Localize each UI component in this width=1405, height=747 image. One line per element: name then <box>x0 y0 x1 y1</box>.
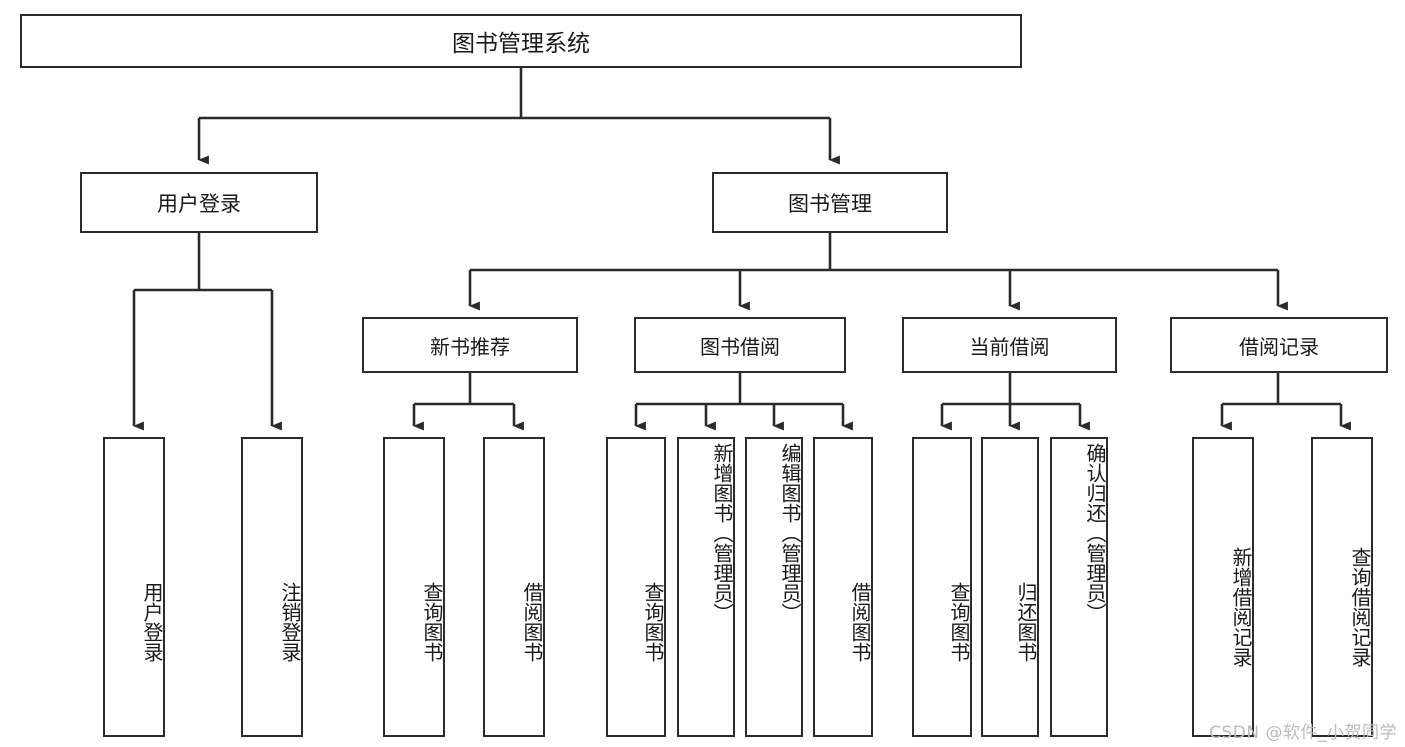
node-label: 新增图书（管理员） <box>710 443 734 623</box>
node-label: 当前借阅 <box>969 334 1050 359</box>
leaf-query-book-current[interactable]: 查询图书 <box>912 437 972 737</box>
node-book-management-system[interactable]: 图书管理系统 <box>20 14 1022 68</box>
node-new-book-recommend[interactable]: 新书推荐 <box>362 317 578 373</box>
node-book-borrow[interactable]: 图书借阅 <box>634 317 846 373</box>
node-label: 查询借阅记录 <box>1348 547 1372 667</box>
node-label: 用户登录 <box>140 582 164 662</box>
node-label: 确认归还（管理员） <box>1083 443 1107 623</box>
node-book-management[interactable]: 图书管理 <box>712 172 948 233</box>
node-user-login[interactable]: 用户登录 <box>80 172 318 233</box>
node-current-borrow[interactable]: 当前借阅 <box>902 317 1117 373</box>
leaf-confirm-return-admin[interactable]: 确认归还（管理员） <box>1050 437 1108 737</box>
leaf-logout-login[interactable]: 注销登录 <box>241 437 303 737</box>
node-label: 新书推荐 <box>430 334 510 359</box>
leaf-edit-book-admin[interactable]: 编辑图书（管理员） <box>745 437 803 737</box>
node-label: 图书借阅 <box>700 334 780 359</box>
node-label: 查询图书 <box>641 582 665 662</box>
leaf-borrow-book-recommend[interactable]: 借阅图书 <box>483 437 545 737</box>
node-label: 借阅图书 <box>520 582 544 662</box>
node-label: 查询图书 <box>947 582 971 662</box>
leaf-user-login[interactable]: 用户登录 <box>103 437 165 737</box>
leaf-query-book-recommend[interactable]: 查询图书 <box>383 437 445 737</box>
leaf-query-borrow-record[interactable]: 查询借阅记录 <box>1311 437 1373 737</box>
csdn-watermark: CSDN @软件_小贺同学 <box>1209 723 1397 743</box>
node-label: 借阅图书 <box>848 582 872 662</box>
node-label: 图书管理 <box>788 191 872 216</box>
leaf-query-book-borrow[interactable]: 查询图书 <box>606 437 666 737</box>
node-label: 新增借阅记录 <box>1229 547 1253 667</box>
leaf-add-book-admin[interactable]: 新增图书（管理员） <box>677 437 735 737</box>
node-label: 归还图书 <box>1014 582 1038 662</box>
leaf-return-book[interactable]: 归还图书 <box>981 437 1039 737</box>
node-label: 编辑图书（管理员） <box>778 443 802 623</box>
node-label: 注销登录 <box>278 582 302 662</box>
node-label: 图书管理系统 <box>452 31 590 57</box>
node-borrow-record[interactable]: 借阅记录 <box>1170 317 1388 373</box>
node-label: 借阅记录 <box>1239 334 1319 359</box>
leaf-borrow-book[interactable]: 借阅图书 <box>813 437 873 737</box>
node-label: 查询图书 <box>420 582 444 662</box>
node-label: 用户登录 <box>157 191 241 216</box>
leaf-add-borrow-record[interactable]: 新增借阅记录 <box>1192 437 1254 737</box>
